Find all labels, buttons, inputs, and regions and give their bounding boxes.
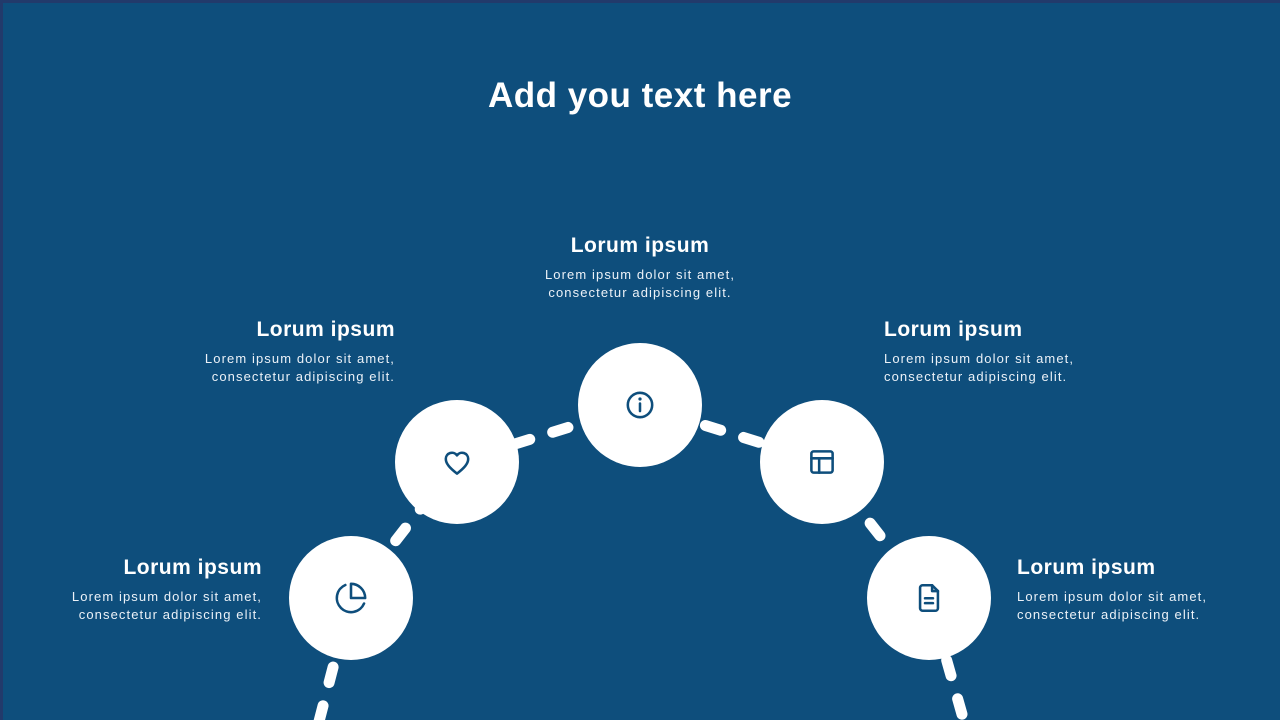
timeline-node-lower-left <box>289 536 413 660</box>
item-body: Lorem ipsum dolor sit amet, consectetur … <box>204 351 395 384</box>
layout-icon <box>805 445 839 479</box>
info-icon <box>623 388 657 422</box>
item-heading: Lorum ipsum <box>884 318 1023 341</box>
item-heading: Lorum ipsum <box>256 318 395 341</box>
item-body: Lorem ipsum dolor sit amet, consectetur … <box>544 267 736 300</box>
item-heading: Lorum ipsum <box>123 556 262 579</box>
slide-title: Add you text here <box>487 76 793 115</box>
pie-chart-icon <box>334 581 368 615</box>
item-heading: Lorum ipsum <box>570 234 710 257</box>
item-body: Lorem ipsum dolor sit amet, consectetur … <box>71 589 262 622</box>
text-block-lower-right: Lorum ipsum Lorem ipsum dolor sit amet, … <box>1017 556 1227 623</box>
timeline-node-upper-left <box>395 400 519 524</box>
timeline-node-upper-right <box>760 400 884 524</box>
text-block-lower-left: Lorum ipsum Lorem ipsum dolor sit amet, … <box>52 556 262 623</box>
timeline-node-top <box>578 343 702 467</box>
text-block-upper-left: Lorum ipsum Lorem ipsum dolor sit amet, … <box>185 318 395 385</box>
text-block-top: Lorum ipsum Lorem ipsum dolor sit amet, … <box>525 234 755 301</box>
item-heading: Lorum ipsum <box>1017 556 1156 579</box>
heart-icon <box>440 445 474 479</box>
timeline-node-lower-right <box>867 536 991 660</box>
text-block-upper-right: Lorum ipsum Lorem ipsum dolor sit amet, … <box>884 318 1094 385</box>
item-body: Lorem ipsum dolor sit amet, consectetur … <box>1017 589 1208 622</box>
item-body: Lorem ipsum dolor sit amet, consectetur … <box>884 351 1075 384</box>
document-icon <box>912 581 946 615</box>
